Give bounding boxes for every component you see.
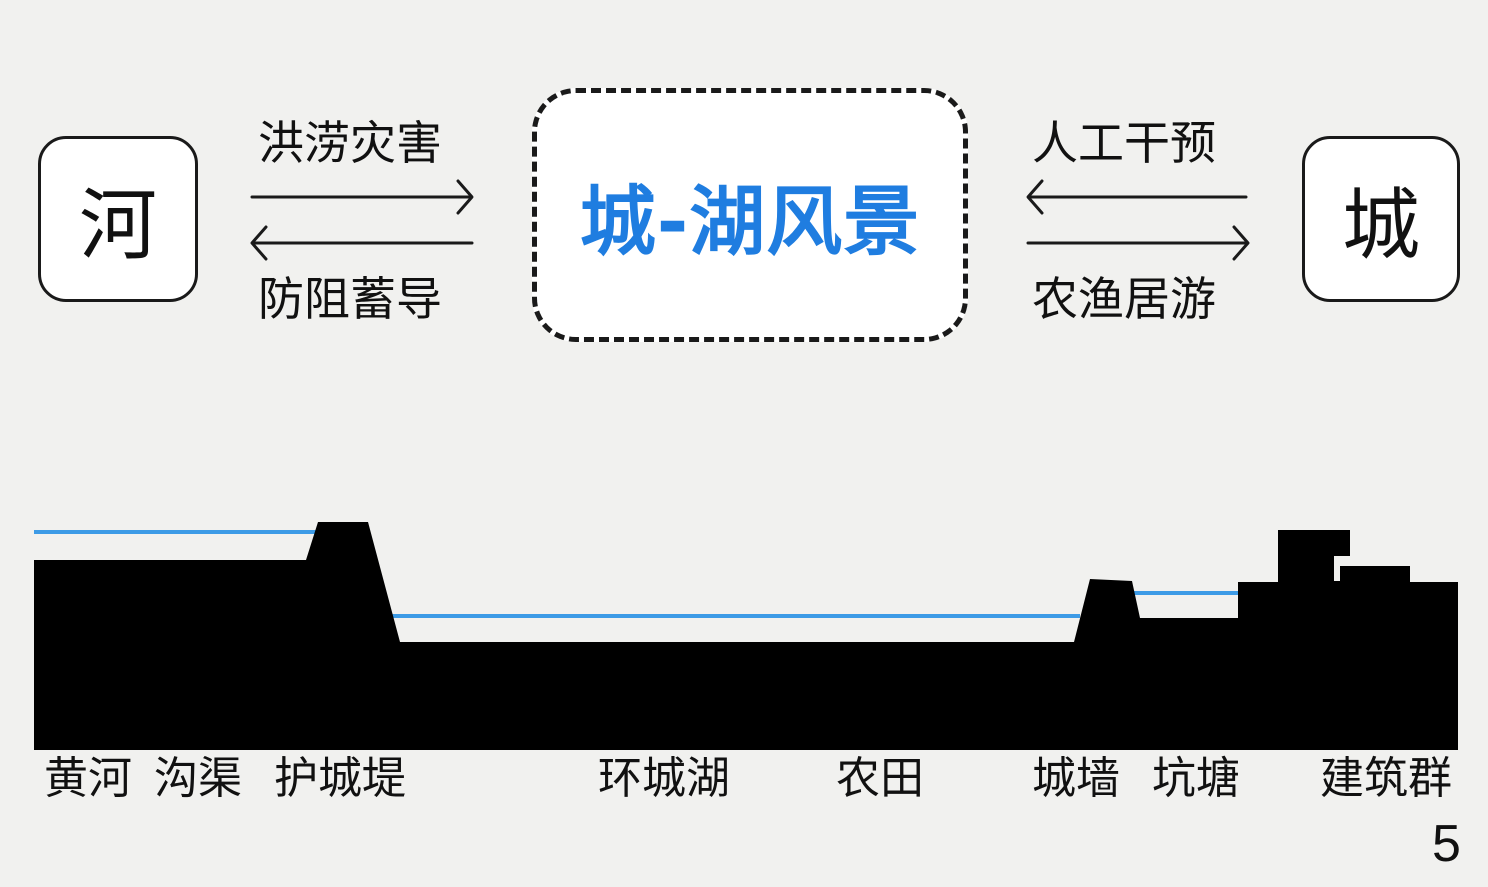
page-number: 5 — [1432, 815, 1461, 873]
flow-arrows — [250, 179, 1250, 261]
profile-label-moat-lake: 环城湖 — [598, 753, 730, 804]
profile-label-levee: 护城堤 — [274, 753, 406, 804]
city-node-label: 城 — [1341, 181, 1420, 271]
profile-label-buildings: 建筑群 — [1320, 753, 1452, 804]
arrowhead-right-icon — [1232, 225, 1250, 261]
center-node-label: 城-湖风景 — [579, 177, 921, 266]
human-intervention-label: 人工干预 — [1032, 116, 1216, 170]
city-node: 城 — [1302, 136, 1460, 302]
profile-label-pond: 坑塘 — [1152, 753, 1240, 804]
prevent-store-guide-label: 防阻蓄导 — [258, 272, 442, 326]
arrowhead-left-icon — [1026, 179, 1044, 215]
cross-section-profile — [34, 522, 1458, 750]
profile-label-farmland: 农田 — [836, 753, 924, 804]
profile-label-city-wall: 城墙 — [1032, 753, 1120, 804]
ground-terrain — [34, 522, 1458, 750]
river-node-label: 河 — [78, 181, 157, 271]
arrowhead-left-icon — [250, 225, 268, 261]
profile-label-yellow-river: 黄河 — [44, 753, 132, 804]
profile-label-ditch: 沟渠 — [154, 753, 242, 804]
city-lake-landscape-node: 城-湖风景 — [532, 88, 968, 342]
building-roof — [1340, 566, 1410, 582]
arrowhead-right-icon — [456, 179, 474, 215]
farm-fish-live-travel-label: 农渔居游 — [1032, 272, 1216, 326]
flood-disaster-label: 洪涝灾害 — [258, 116, 442, 170]
river-node: 河 — [38, 136, 198, 302]
